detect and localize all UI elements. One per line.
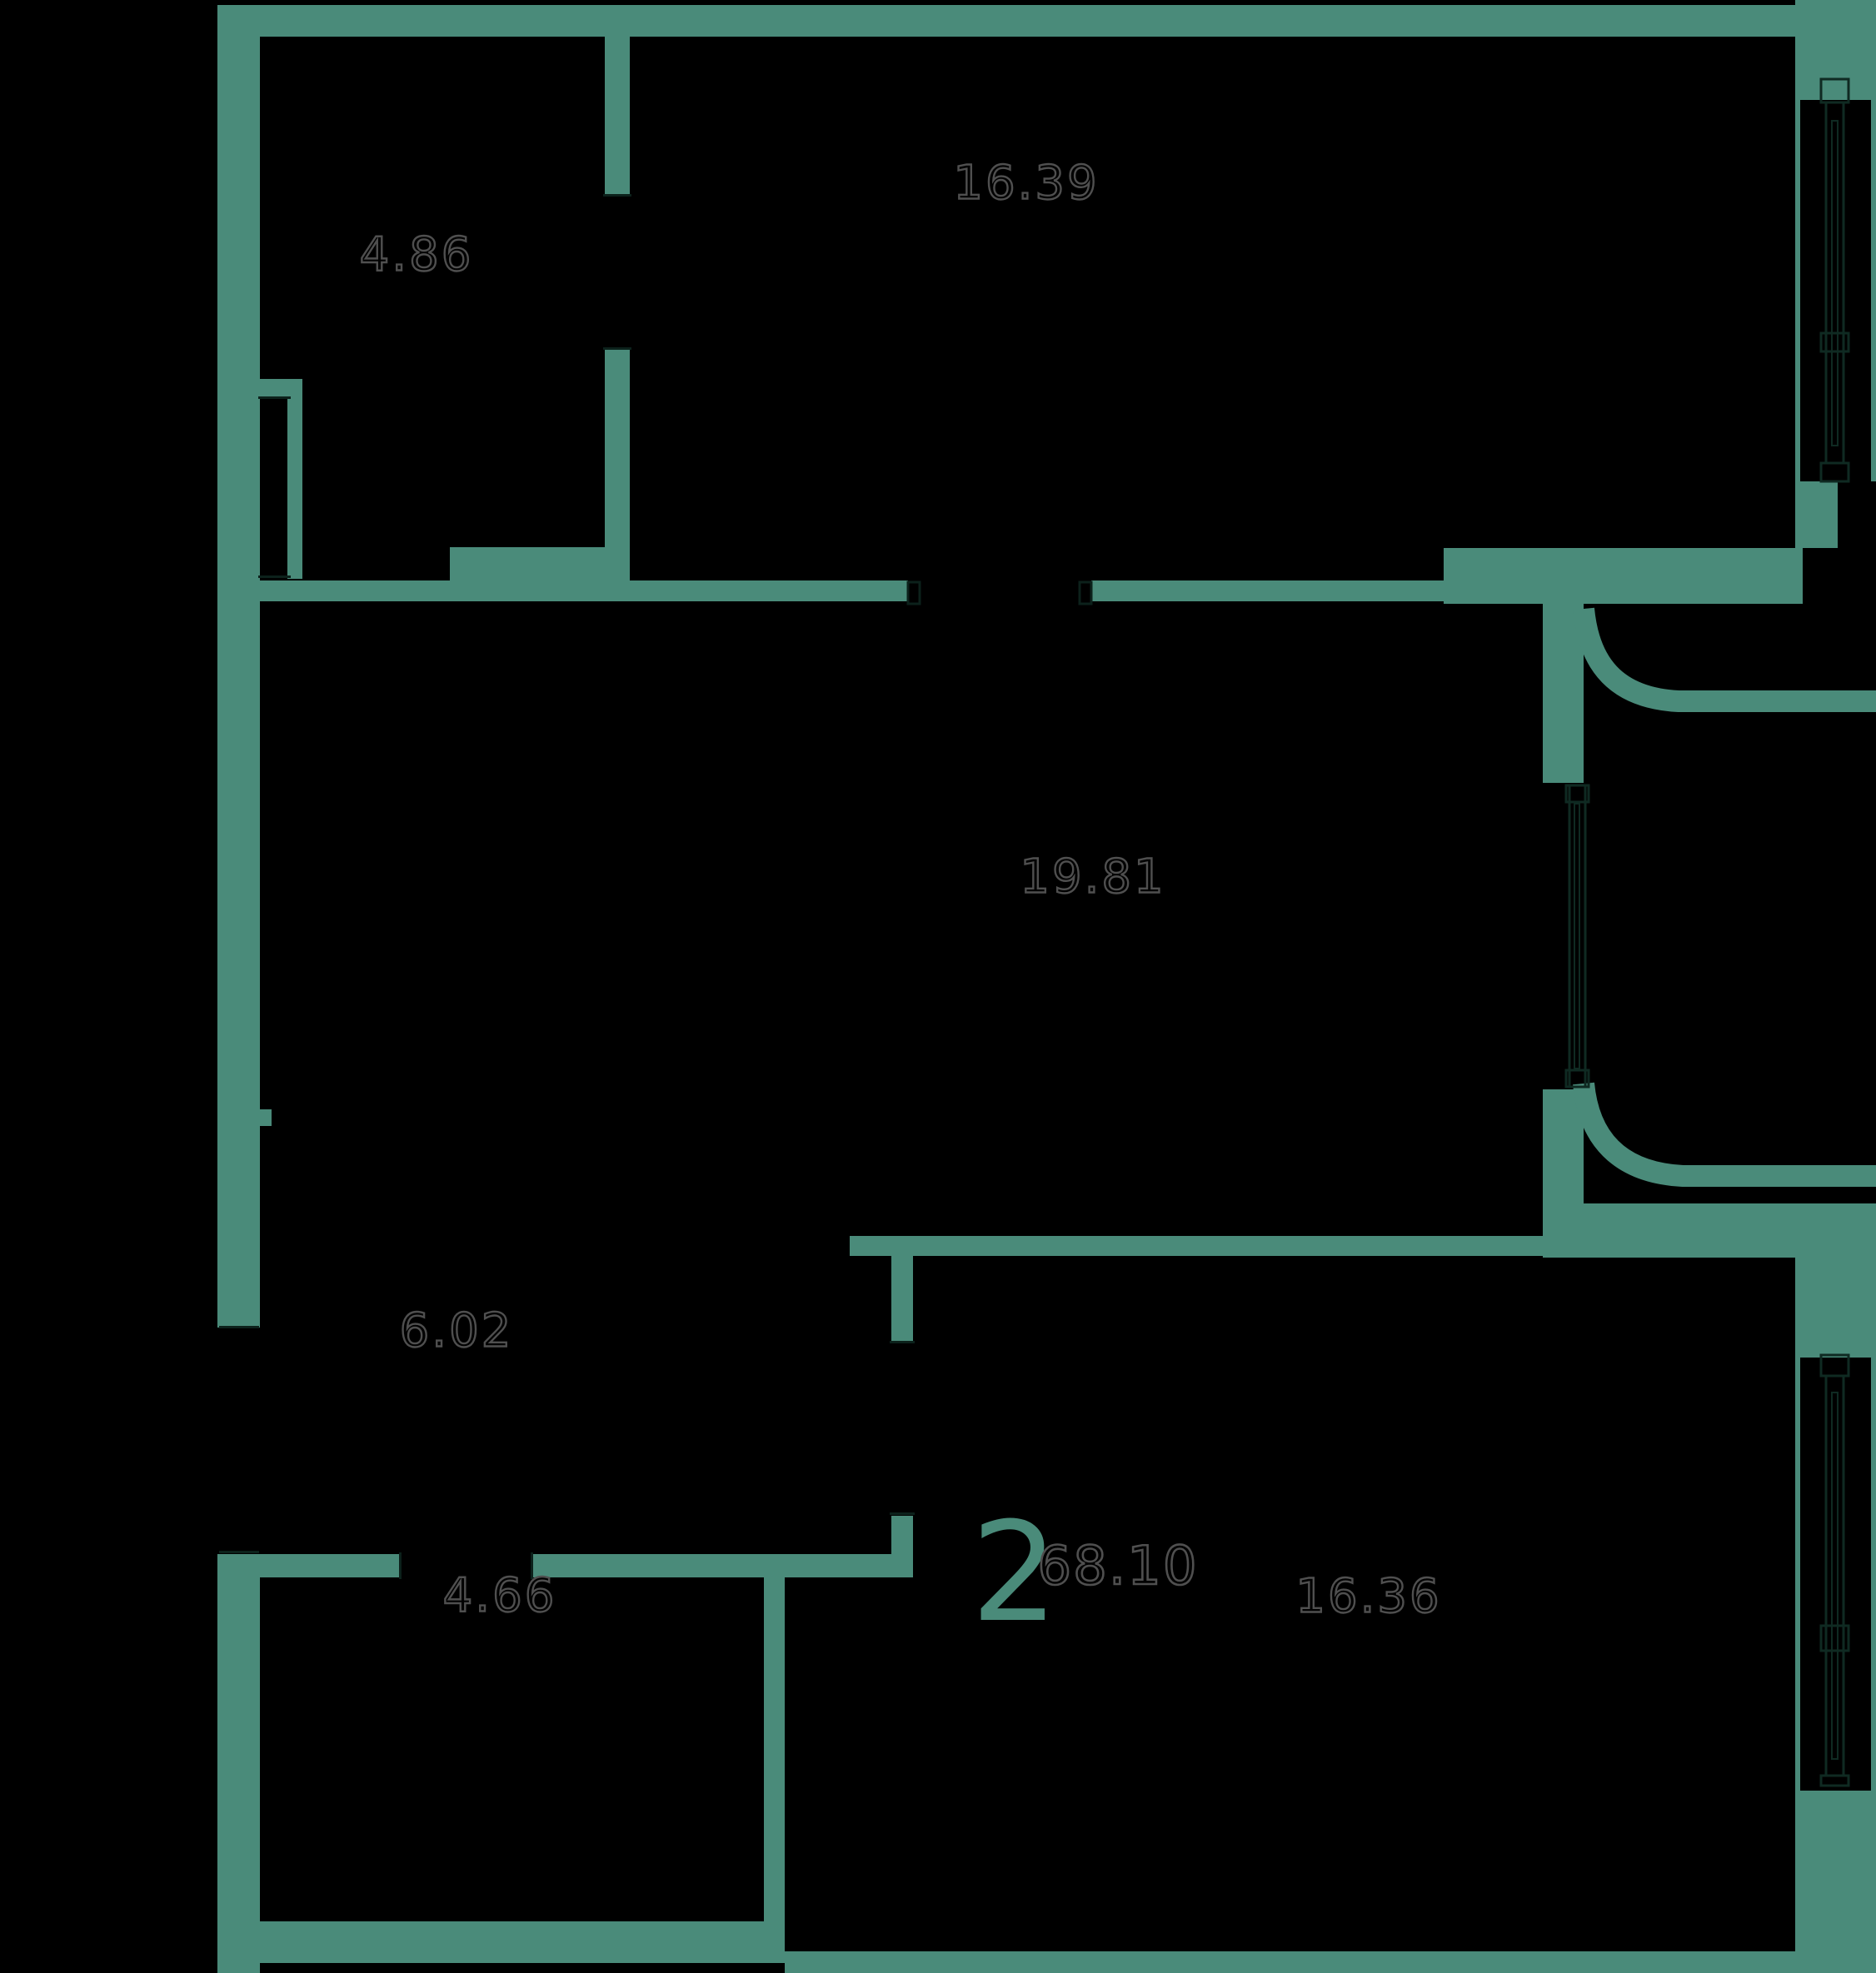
bedroom-door-cap xyxy=(603,347,631,350)
room-area-label-storage: 4.86 xyxy=(358,227,474,282)
corridor-bottom-band-left xyxy=(217,1554,399,1577)
window-glazing xyxy=(1574,803,1580,1069)
bathroom-right-wall xyxy=(764,1577,785,1951)
column-below-top-window xyxy=(1795,481,1838,548)
window-glazing xyxy=(1831,120,1839,446)
top-wall xyxy=(217,5,1795,37)
balcony-top-curve xyxy=(1573,607,1876,712)
window-bottom-right xyxy=(1819,1353,1850,1787)
bedroom2-top-wall xyxy=(850,1236,1543,1256)
top-right-corner-block xyxy=(1795,0,1876,100)
balcony-door-window xyxy=(1564,784,1590,1089)
bottom-wall-left xyxy=(217,1921,785,1963)
room-area-label-hallway: 6.02 xyxy=(398,1303,514,1358)
window-bracket-icon xyxy=(1564,784,1590,804)
partition-storage-bedroom-upper xyxy=(605,37,630,194)
door-bracket-icon xyxy=(1078,580,1093,605)
niche-stub-top xyxy=(260,379,302,398)
window-top-right xyxy=(1819,77,1850,483)
window-bracket-icon xyxy=(1819,1774,1850,1787)
left-wall-nub xyxy=(260,1109,272,1126)
walls-group xyxy=(217,0,1876,1973)
balcony-bottom-curve xyxy=(1573,1082,1876,1187)
bathroom-door-cap xyxy=(399,1552,402,1579)
room-area-label-living: 19.81 xyxy=(1019,849,1166,904)
bedroom-door-cap xyxy=(603,194,631,197)
entrance-door-cap xyxy=(219,1551,259,1553)
partition-storage-bedroom-lower xyxy=(605,350,630,580)
storage-door-cap xyxy=(258,396,291,399)
top-window-inner-edge xyxy=(1795,100,1800,481)
room-area-label-bedroom2: 16.36 xyxy=(1295,1568,1442,1624)
under-balcony-band xyxy=(1543,1203,1876,1258)
window-mid-joint xyxy=(1819,331,1850,353)
bedroom2-left-wall-upper xyxy=(891,1256,913,1341)
thick-band-top-right xyxy=(1444,548,1803,604)
living-right-wall-lower xyxy=(1543,1089,1584,1216)
window-bracket-icon xyxy=(1819,461,1850,483)
storage-bottom-wall-thick xyxy=(450,547,630,601)
bottom-wall-right xyxy=(785,1951,1795,1973)
bedroom2-door-cap xyxy=(890,1512,915,1515)
door-bracket-icon xyxy=(906,580,921,605)
window-frame xyxy=(1824,101,1845,465)
room-area-label-bedroom: 16.39 xyxy=(952,155,1100,211)
window-glazing xyxy=(1831,1392,1839,1760)
storage-door-cap xyxy=(258,575,291,578)
door-frames xyxy=(219,194,915,1579)
window-mid-joint xyxy=(1819,1624,1850,1652)
bathroom-door-cap xyxy=(531,1552,533,1579)
living-door-brackets xyxy=(906,580,1093,605)
window-frame xyxy=(1824,1374,1845,1777)
bedroom-living-wall-right xyxy=(1091,580,1444,601)
bottom-window-inner-edge xyxy=(1795,1358,1800,1791)
room-area-label-bathroom: 4.66 xyxy=(442,1567,557,1623)
corridor-bottom-band-right xyxy=(533,1554,913,1577)
left-wall-lower xyxy=(217,1554,260,1973)
bedroom-living-wall-left xyxy=(630,580,908,601)
entrance-door-cap xyxy=(219,1326,259,1328)
balcony-walls xyxy=(1573,607,1876,1187)
apartment-type-label: 2 xyxy=(970,1492,1059,1652)
bottom-window-outer-edge xyxy=(1871,1358,1876,1791)
top-window-outer-edge xyxy=(1871,100,1876,481)
storage-bottom-wall-thin xyxy=(260,580,450,601)
total-area-label: 68.10 xyxy=(1036,1535,1199,1599)
window-frame xyxy=(1568,784,1587,1089)
bedroom2-right-wall-bottom-block xyxy=(1795,1791,1876,1973)
niche-wall xyxy=(287,398,302,579)
window-bracket-icon xyxy=(1819,1353,1850,1378)
left-wall-upper xyxy=(217,5,260,1328)
window-bracket-icon xyxy=(1564,1069,1590,1089)
bedroom2-door-cap xyxy=(890,1341,915,1343)
bedroom2-right-wall-top-block xyxy=(1795,1258,1876,1358)
